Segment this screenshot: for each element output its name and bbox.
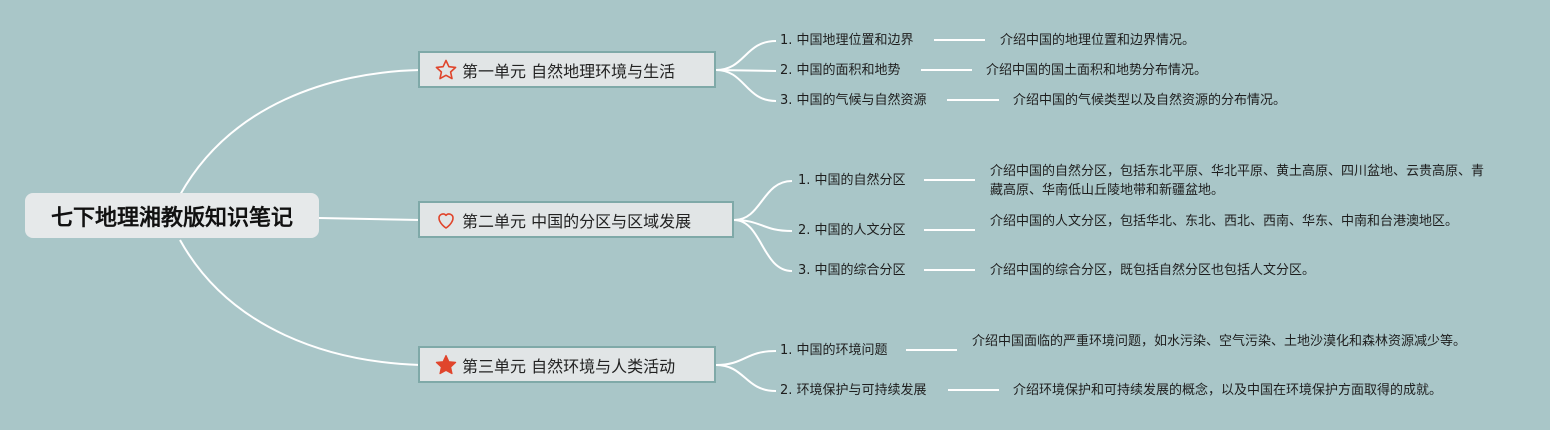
- topic-desc-1-3: 介绍中国的气候类型以及自然资源的分布情况。: [1013, 93, 1287, 108]
- topic-1-3[interactable]: 3. 中国的气候与自然资源: [780, 93, 927, 108]
- connector-unit-1-topic-3: [715, 69, 777, 102]
- connector-unit-2-topic-3: [733, 219, 793, 272]
- topic-1-1[interactable]: 1. 中国地理位置和边界: [780, 33, 914, 48]
- topic-desc-2-3: 介绍中国的综合分区，既包括自然分区也包括人文分区。: [990, 263, 1316, 278]
- heart-outline-icon: [434, 208, 458, 232]
- connector-unit-1-topic-1: [715, 40, 777, 71]
- topic-desc-1-1: 介绍中国的地理位置和边界情况。: [1000, 33, 1196, 48]
- topic-1-2[interactable]: 2. 中国的面积和地势: [780, 63, 901, 78]
- unit-node-1[interactable]: 第一单元 自然地理环境与生活: [418, 51, 716, 88]
- connector-root-unit-2: [318, 217, 421, 221]
- connector-root-unit-1: [179, 69, 421, 196]
- topic-desc-3-1: 介绍中国面临的严重环境问题，如水污染、空气污染、土地沙漠化和森林资源减少等。: [972, 334, 1467, 349]
- unit-label-1: 第一单元 自然地理环境与生活: [462, 61, 676, 81]
- topic-3-1[interactable]: 1. 中国的环境问题: [780, 343, 888, 358]
- topic-2-2[interactable]: 2. 中国的人文分区: [798, 223, 906, 238]
- unit-label-2: 第二单元 中国的分区与区域发展: [462, 211, 692, 231]
- topic-desc-1-2: 介绍中国的国土面积和地势分布情况。: [986, 63, 1208, 78]
- connector-unit-2-topic-1: [733, 180, 793, 221]
- topic-desc-2-1: 介绍中国的自然分区，包括东北平原、华北平原、黄土高原、四川盆地、云贵高原、青藏高…: [990, 164, 1485, 198]
- connector-unit-3-topic-2: [715, 364, 777, 392]
- connector-unit-3-topic-1: [715, 350, 777, 366]
- connector-root-unit-3: [179, 239, 421, 366]
- star-outline-icon: [434, 58, 458, 82]
- topic-desc-2-2: 介绍中国的人文分区，包括华北、东北、西北、西南、华东、中南和台港澳地区。: [990, 214, 1459, 229]
- connector-unit-1-topic-2: [715, 69, 777, 72]
- unit-node-3[interactable]: 第三单元 自然环境与人类活动: [418, 346, 716, 383]
- star-filled-icon: [434, 353, 458, 377]
- topic-2-3[interactable]: 3. 中国的综合分区: [798, 263, 906, 278]
- unit-node-2[interactable]: 第二单元 中国的分区与区域发展: [418, 201, 734, 238]
- unit-label-3: 第三单元 自然环境与人类活动: [462, 356, 676, 376]
- topic-desc-3-2: 介绍环境保护和可持续发展的概念，以及中国在环境保护方面取得的成就。: [1013, 383, 1443, 398]
- topic-3-2[interactable]: 2. 环境保护与可持续发展: [780, 383, 927, 398]
- root-node-title[interactable]: 七下地理湘教版知识笔记: [25, 193, 319, 238]
- topic-2-1[interactable]: 1. 中国的自然分区: [798, 173, 906, 188]
